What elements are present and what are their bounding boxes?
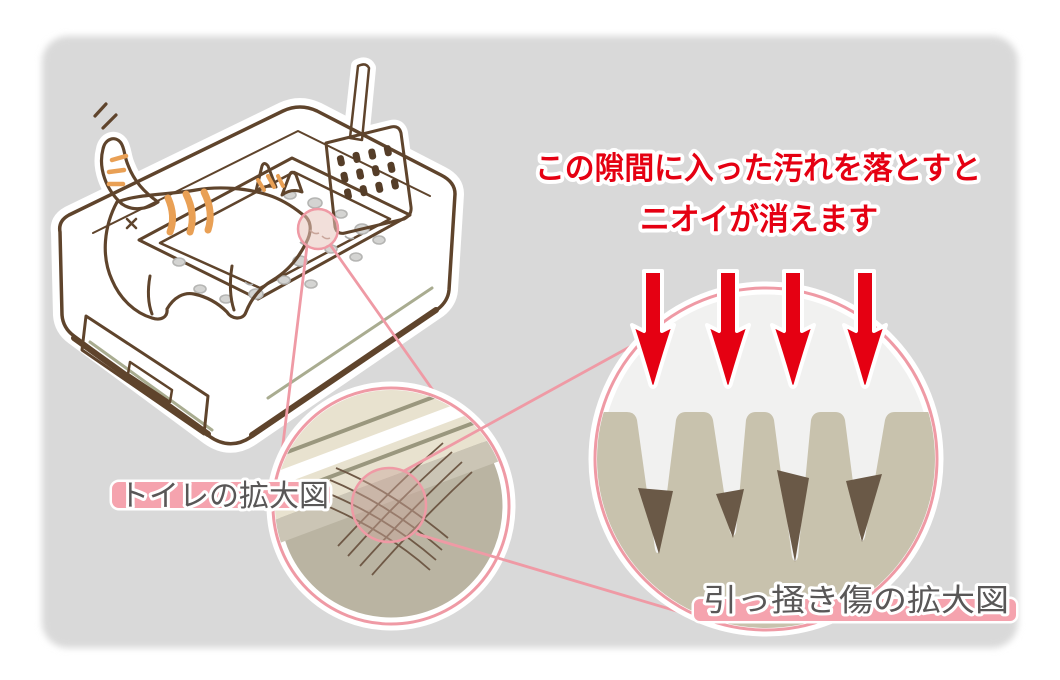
- down-arrow-icon: [705, 269, 751, 389]
- cat-head-stripes: [256, 174, 285, 192]
- litter-drawer: [80, 314, 210, 436]
- cat-tail-base-mark: [125, 217, 138, 230]
- cat-stripes: [164, 188, 214, 236]
- cat-illustration: [93, 102, 312, 321]
- scratch-zoom-label: 引っ掻き傷の拡大図: [691, 580, 1019, 624]
- cat-tail-stripes: [106, 153, 129, 187]
- heading-line-1: この隙間に入った汚れを落とすと: [535, 151, 981, 187]
- scoop-holes: [336, 145, 399, 200]
- rim-contour-line: [92, 130, 431, 234]
- motion-marks-icon: [93, 102, 118, 130]
- litter-highlight-circle: [296, 207, 340, 251]
- highlight-pebble-marks: [309, 229, 331, 240]
- cat-leg-lines: [146, 264, 236, 316]
- sage-accent-line: [88, 286, 434, 432]
- label-highlight-bar: [109, 479, 333, 511]
- scratch-highlight-circle: [350, 466, 428, 544]
- connector-lines-scratch: [402, 336, 692, 617]
- label-highlight-bar: [691, 596, 1019, 624]
- connector-lines-toilet: [280, 244, 439, 454]
- down-arrow-icon: [770, 269, 816, 389]
- cat-ear-right: [280, 170, 304, 197]
- toilet-zoom-label-text: トイレの拡大図: [119, 479, 329, 514]
- litter-box-illustration: [50, 57, 464, 453]
- cat-body: [103, 186, 312, 321]
- scratch-zoom-label-text: 引っ掻き傷の拡大図: [703, 583, 1009, 619]
- box-bottom-edge: [71, 307, 439, 438]
- toilet-zoom-label: トイレの拡大図: [109, 476, 333, 517]
- dirt-direction-arrows: [630, 269, 888, 389]
- down-arrow-icon: [630, 269, 676, 389]
- dirt-in-grooves: [638, 470, 882, 562]
- scratch-magnifier-content: [597, 412, 935, 628]
- litter-surface: [158, 170, 392, 290]
- heading-line-2: ニオイが消えます: [640, 202, 878, 238]
- down-arrow-icon: [842, 269, 888, 389]
- scratch-magnifier-circle: [588, 269, 944, 637]
- cat-tail: [99, 137, 160, 211]
